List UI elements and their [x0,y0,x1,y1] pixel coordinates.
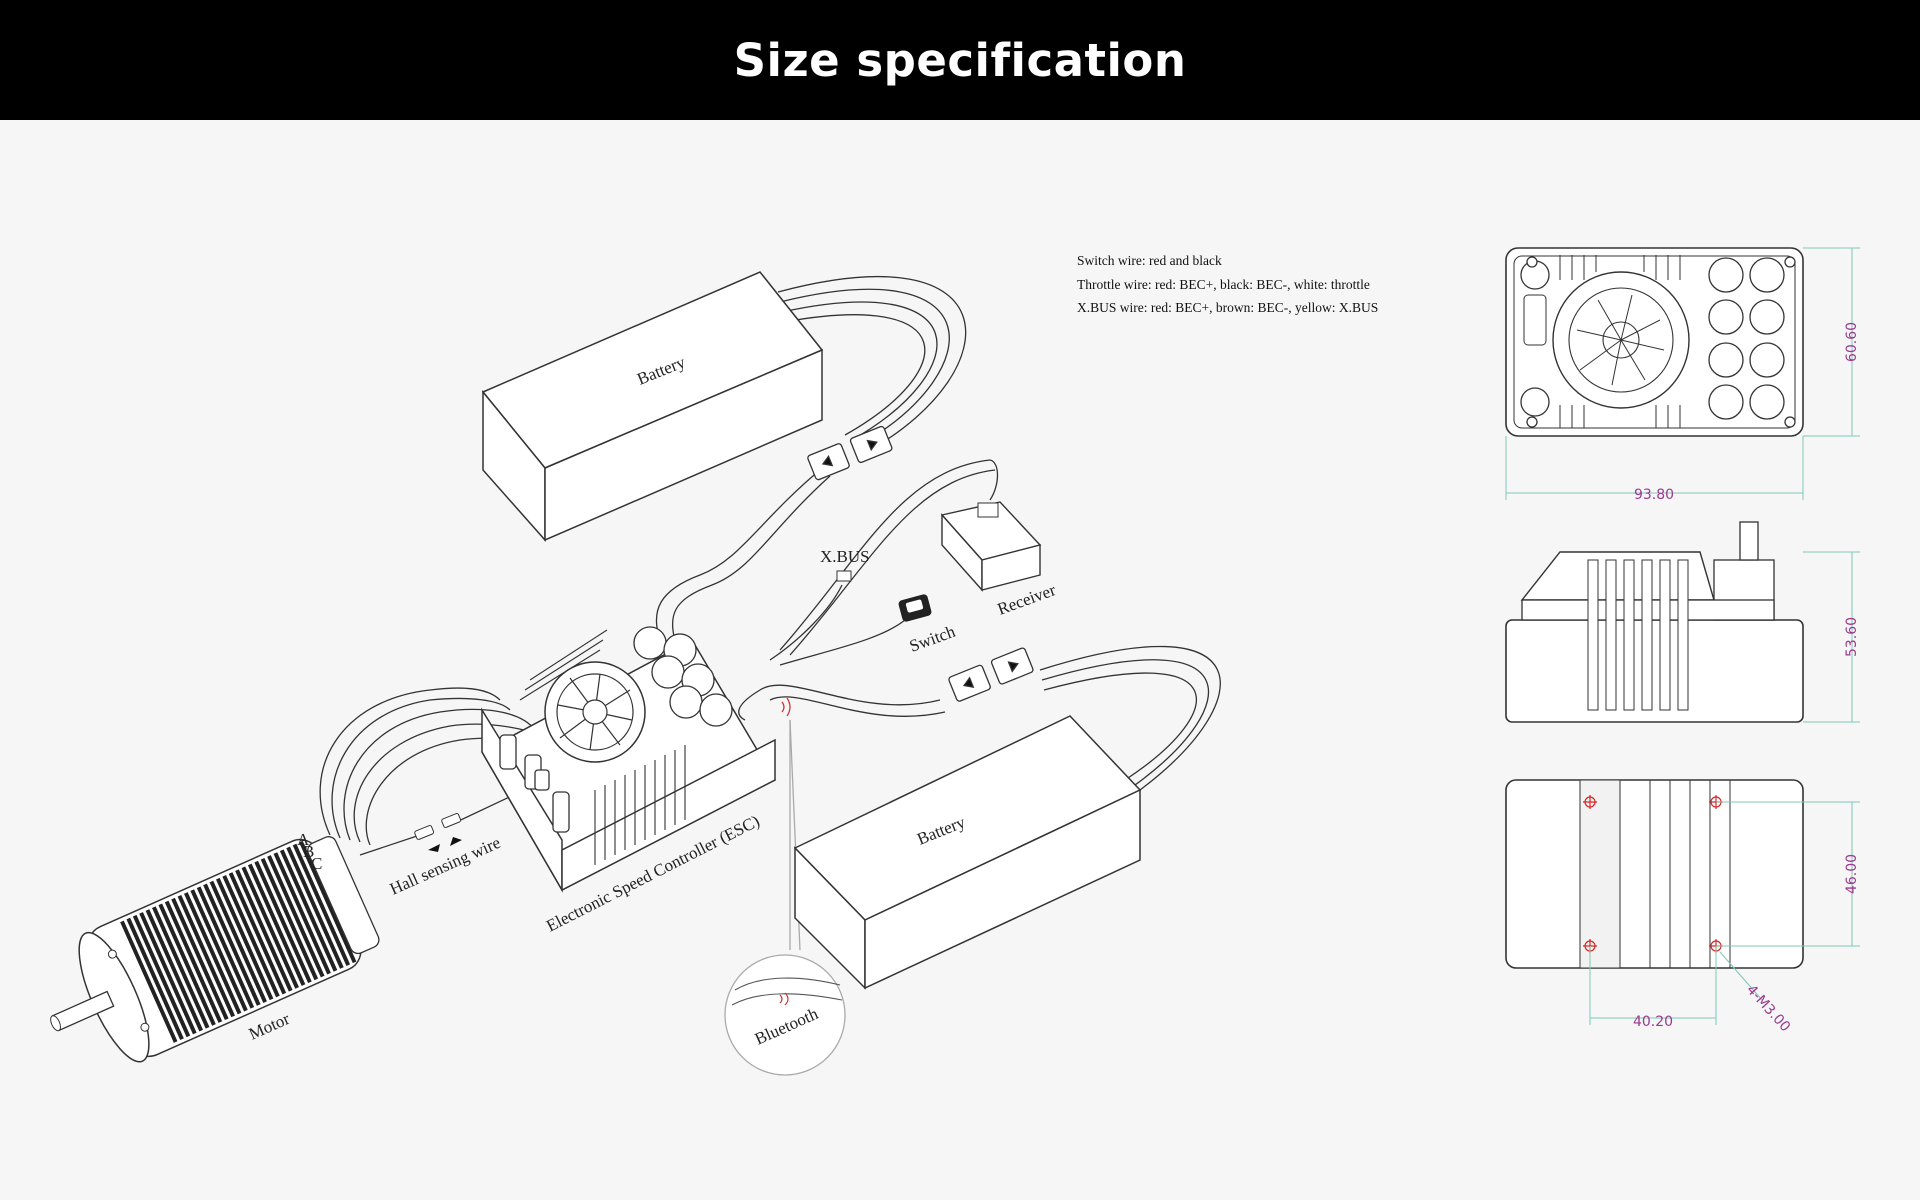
wiring-notes: Switch wire: red and black Throttle wire… [1077,249,1378,320]
bluetooth-callout: Bluetooth [724,954,846,1076]
dim-bottom-y: 46.00 [1844,854,1860,894]
bluetooth-signal-icon [781,697,791,717]
page-header: Size specification [0,0,1920,120]
note-switch-wire: Switch wire: red and black [1077,253,1222,268]
motor-phase-b: B [303,842,314,861]
dim-mount-holes: 4-M3.00 [1743,982,1793,1035]
dim-top-height: 60.60 [1844,322,1860,362]
motor-phase-c: C [311,854,322,873]
note-xbus-wire: X.BUS wire: red: BEC+, brown: BEC-, yell… [1077,300,1379,315]
xbus-label: X.BUS [820,547,870,566]
xbus-connector: X.BUS [820,547,870,582]
side-view-drawing: 53.60 [1505,521,1860,723]
receiver-label: Receiver [995,580,1059,619]
dim-side-height: 53.60 [1844,617,1860,657]
page-title: Size specification [733,33,1187,87]
cables [319,275,1221,951]
battery-connectors [807,425,1034,702]
dim-bottom-x: 40.20 [1633,1014,1673,1030]
bottom-view-drawing: 46.00 40.20 4-M3.00 [1505,779,1860,1035]
switch-label: Switch [907,622,958,656]
hall-sensing-label: Hall sensing wire [387,833,503,899]
receiver-unit: Receiver [940,501,1059,619]
top-view-drawing: 60.60 93.80 [1505,247,1860,503]
battery-bottom: Battery [793,715,1142,990]
dim-top-width: 93.80 [1634,487,1674,503]
switch-unit: Switch [898,594,958,656]
hall-sensing-connector: Hall sensing wire [387,813,503,899]
note-throttle-wire: Throttle wire: red: BEC+, black: BEC-, w… [1077,276,1370,292]
motor-unit: Motor A B C [50,830,380,1063]
motor-phase-a: A [297,830,310,849]
motor-label: Motor [246,1009,293,1044]
esc-unit: Electronic Speed Controller (ESC) [480,626,777,936]
battery-top: Battery [481,271,824,542]
